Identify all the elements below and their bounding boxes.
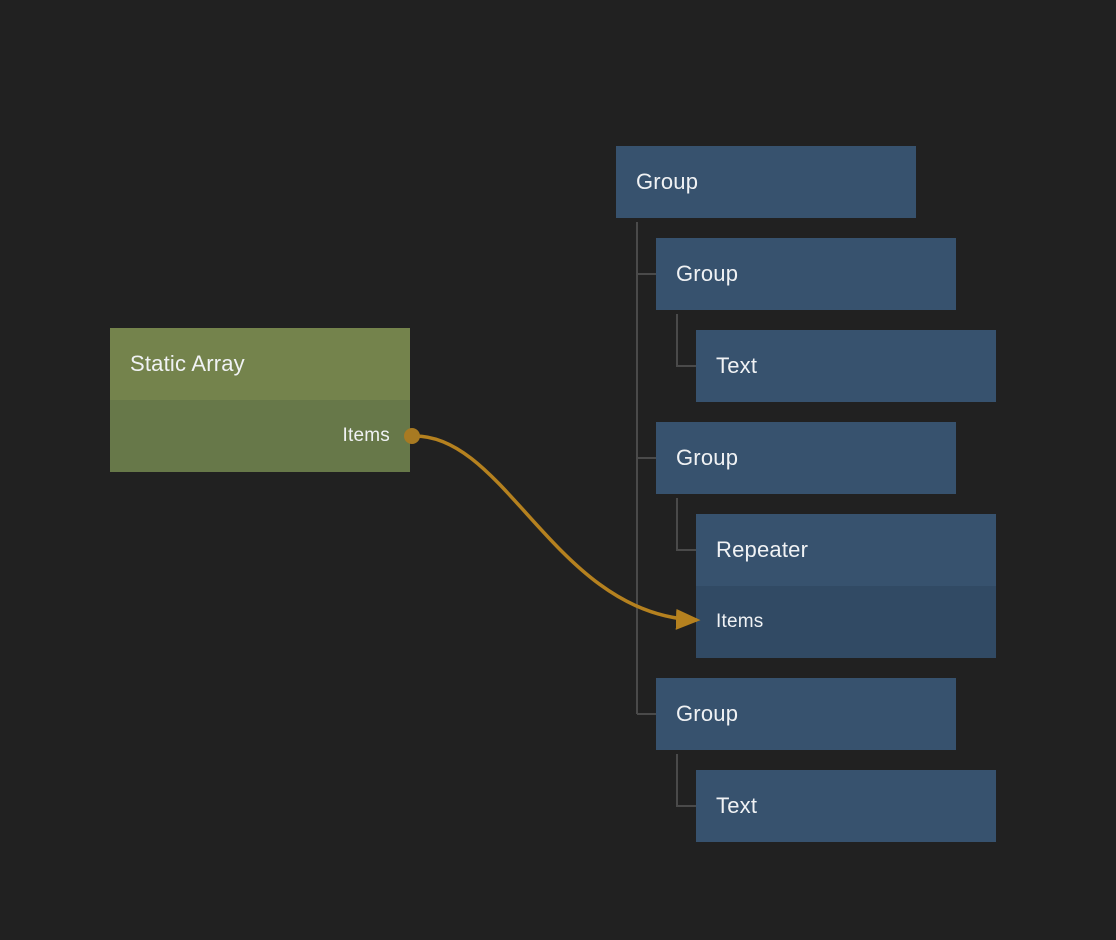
node-repeater-items-port[interactable]: Items <box>696 586 996 658</box>
node-text-1-title: Text <box>716 353 758 378</box>
node-group-3-header[interactable]: Group <box>656 678 956 750</box>
node-static-array-title: Static Array <box>130 351 245 376</box>
node-group-3[interactable]: Group <box>656 678 956 750</box>
node-group-1-header[interactable]: Group <box>656 238 956 310</box>
node-text-1[interactable]: Text <box>696 330 996 402</box>
node-repeater-header[interactable]: Repeater <box>696 514 996 586</box>
node-text-2-header[interactable]: Text <box>696 770 996 842</box>
node-group-3-title: Group <box>676 701 739 726</box>
node-repeater-items-label: Items <box>716 611 764 632</box>
tree-branch-text-1 <box>676 314 696 367</box>
node-text-1-header[interactable]: Text <box>696 330 996 402</box>
node-group-root-title: Group <box>636 169 699 194</box>
node-group-root-header[interactable]: Group <box>616 146 916 218</box>
node-repeater[interactable]: Repeater Items <box>696 514 996 658</box>
node-group-1-title: Group <box>676 261 739 286</box>
node-group-2[interactable]: Group <box>656 422 956 494</box>
node-group-root[interactable]: Group <box>616 146 916 218</box>
node-group-2-title: Group <box>676 445 739 470</box>
node-repeater-title: Repeater <box>716 537 809 562</box>
node-static-array[interactable]: Static Array Items <box>110 328 410 472</box>
connection-items-to-items[interactable] <box>411 434 701 630</box>
node-static-array-header[interactable]: Static Array <box>110 328 410 400</box>
tree-branch-text-2 <box>676 754 696 807</box>
node-text-2[interactable]: Text <box>696 770 996 842</box>
node-group-2-header[interactable]: Group <box>656 422 956 494</box>
node-static-array-items-port[interactable]: Items <box>110 400 410 472</box>
node-text-2-title: Text <box>716 793 758 818</box>
tree-branch-repeater <box>676 498 696 551</box>
node-group-1[interactable]: Group <box>656 238 956 310</box>
node-static-array-items-label: Items <box>342 425 390 446</box>
